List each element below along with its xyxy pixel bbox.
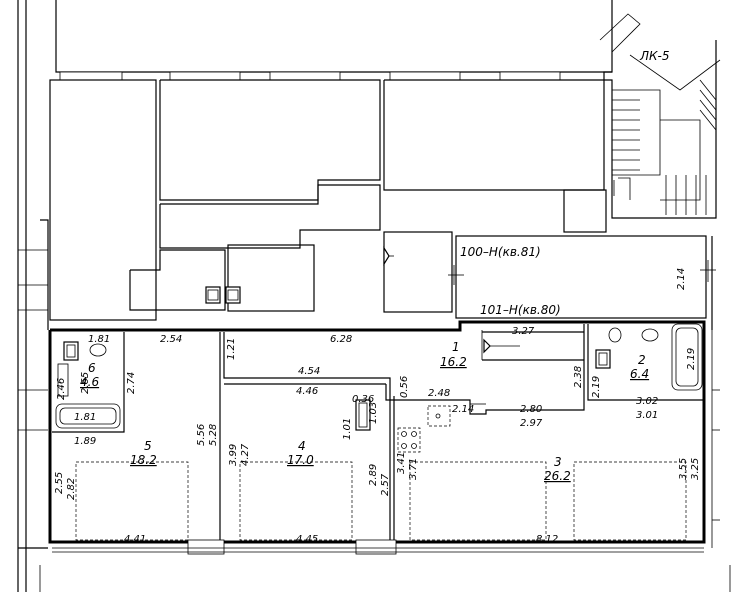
dimension-label: 2.97 xyxy=(520,418,543,429)
room-area: 17.0 xyxy=(287,453,314,467)
stair-label: ЛК-5 xyxy=(639,49,670,63)
dimension-label: 3.99 xyxy=(228,444,239,466)
dimension-label: 2.19 xyxy=(591,376,602,398)
room-area: 26.2 xyxy=(544,469,571,483)
dimension-label: 5.28 xyxy=(208,424,219,446)
dimension-labels: 1.81 2.54 6.28 3.27 1.21 4.54 4.46 0.56 … xyxy=(54,268,701,545)
dimension-label: 4.46 xyxy=(296,386,318,397)
dimension-label: 4.27 xyxy=(240,443,251,466)
dimension-label: 2.89 xyxy=(368,464,379,486)
dimension-label: 4.54 xyxy=(298,366,320,377)
dimension-label: 5.56 xyxy=(196,424,207,446)
room-number: 5 xyxy=(144,439,152,453)
stairwell: ЛК-5 xyxy=(599,0,721,219)
dimension-label: 2.55 xyxy=(54,472,65,494)
dimension-label: 1.89 xyxy=(74,436,96,447)
dimension-label: 1.81 xyxy=(88,334,110,345)
dimension-label: 0.36 xyxy=(352,394,374,405)
dimension-label: 4.45 xyxy=(296,534,318,545)
dimension-label: 3.55 xyxy=(678,458,689,480)
room-area: 6.4 xyxy=(630,367,649,381)
dimension-label: 2.74 xyxy=(126,372,137,394)
dimension-label: 2.46 xyxy=(56,378,67,400)
room-area: 16.2 xyxy=(440,355,467,369)
interior-walls xyxy=(52,324,704,540)
dimension-label: 3.01 xyxy=(636,410,658,421)
dimension-label: 2.82 xyxy=(66,478,77,500)
dimension-label: 8.12 xyxy=(536,534,558,545)
room-labels: 1 16.2 2 6.4 3 26.2 4 17.0 5 18.2 6 4.6 xyxy=(80,340,649,483)
dimension-label: 2.57 xyxy=(380,473,391,496)
room-number: 6 xyxy=(88,361,96,375)
room-number: 3 xyxy=(554,455,562,469)
dimension-label: 2.19 xyxy=(686,348,697,370)
apartment-80-outline xyxy=(39,320,731,592)
building-outline xyxy=(17,0,612,592)
dimension-label: 1.21 xyxy=(226,338,237,360)
dimension-label: 2.54 xyxy=(160,334,182,345)
apartment-81-label: 100–Н(кв.81) xyxy=(460,245,541,259)
dimension-label: 1.81 xyxy=(74,412,96,423)
room-number: 1 xyxy=(452,340,460,354)
dimension-label: 3.02 xyxy=(636,396,658,407)
room-area: 18.2 xyxy=(130,453,157,467)
dimension-label: 2.80 xyxy=(520,404,542,415)
dimension-label: 2.38 xyxy=(573,366,584,388)
apartment-80-label: 101–Н(кв.80) xyxy=(480,303,561,317)
dimension-label: 3.27 xyxy=(512,326,535,337)
dimension-label: 2.14 xyxy=(676,268,687,290)
dimension-label: 0.56 xyxy=(399,376,410,398)
apartment-81-outline xyxy=(448,235,716,330)
dimension-label: 2.48 xyxy=(428,388,450,399)
dimension-label: 3.25 xyxy=(690,458,701,480)
dimension-label: 3.41 xyxy=(396,452,407,474)
upper-rooms xyxy=(49,79,607,321)
dimension-label: 2.65 xyxy=(80,372,91,394)
room-number: 4 xyxy=(298,439,306,453)
dimension-label: 6.28 xyxy=(330,334,352,345)
dimension-label: 1.03 xyxy=(368,402,379,424)
dimension-label: 1.01 xyxy=(342,418,353,440)
room-area: 4.6 xyxy=(80,375,99,389)
room-number: 2 xyxy=(638,353,646,367)
dimension-label: 4.41 xyxy=(124,534,146,545)
dimension-label: 2.14 xyxy=(452,404,474,415)
dimension-label: 3.71 xyxy=(408,458,419,480)
fixtures xyxy=(55,323,703,541)
